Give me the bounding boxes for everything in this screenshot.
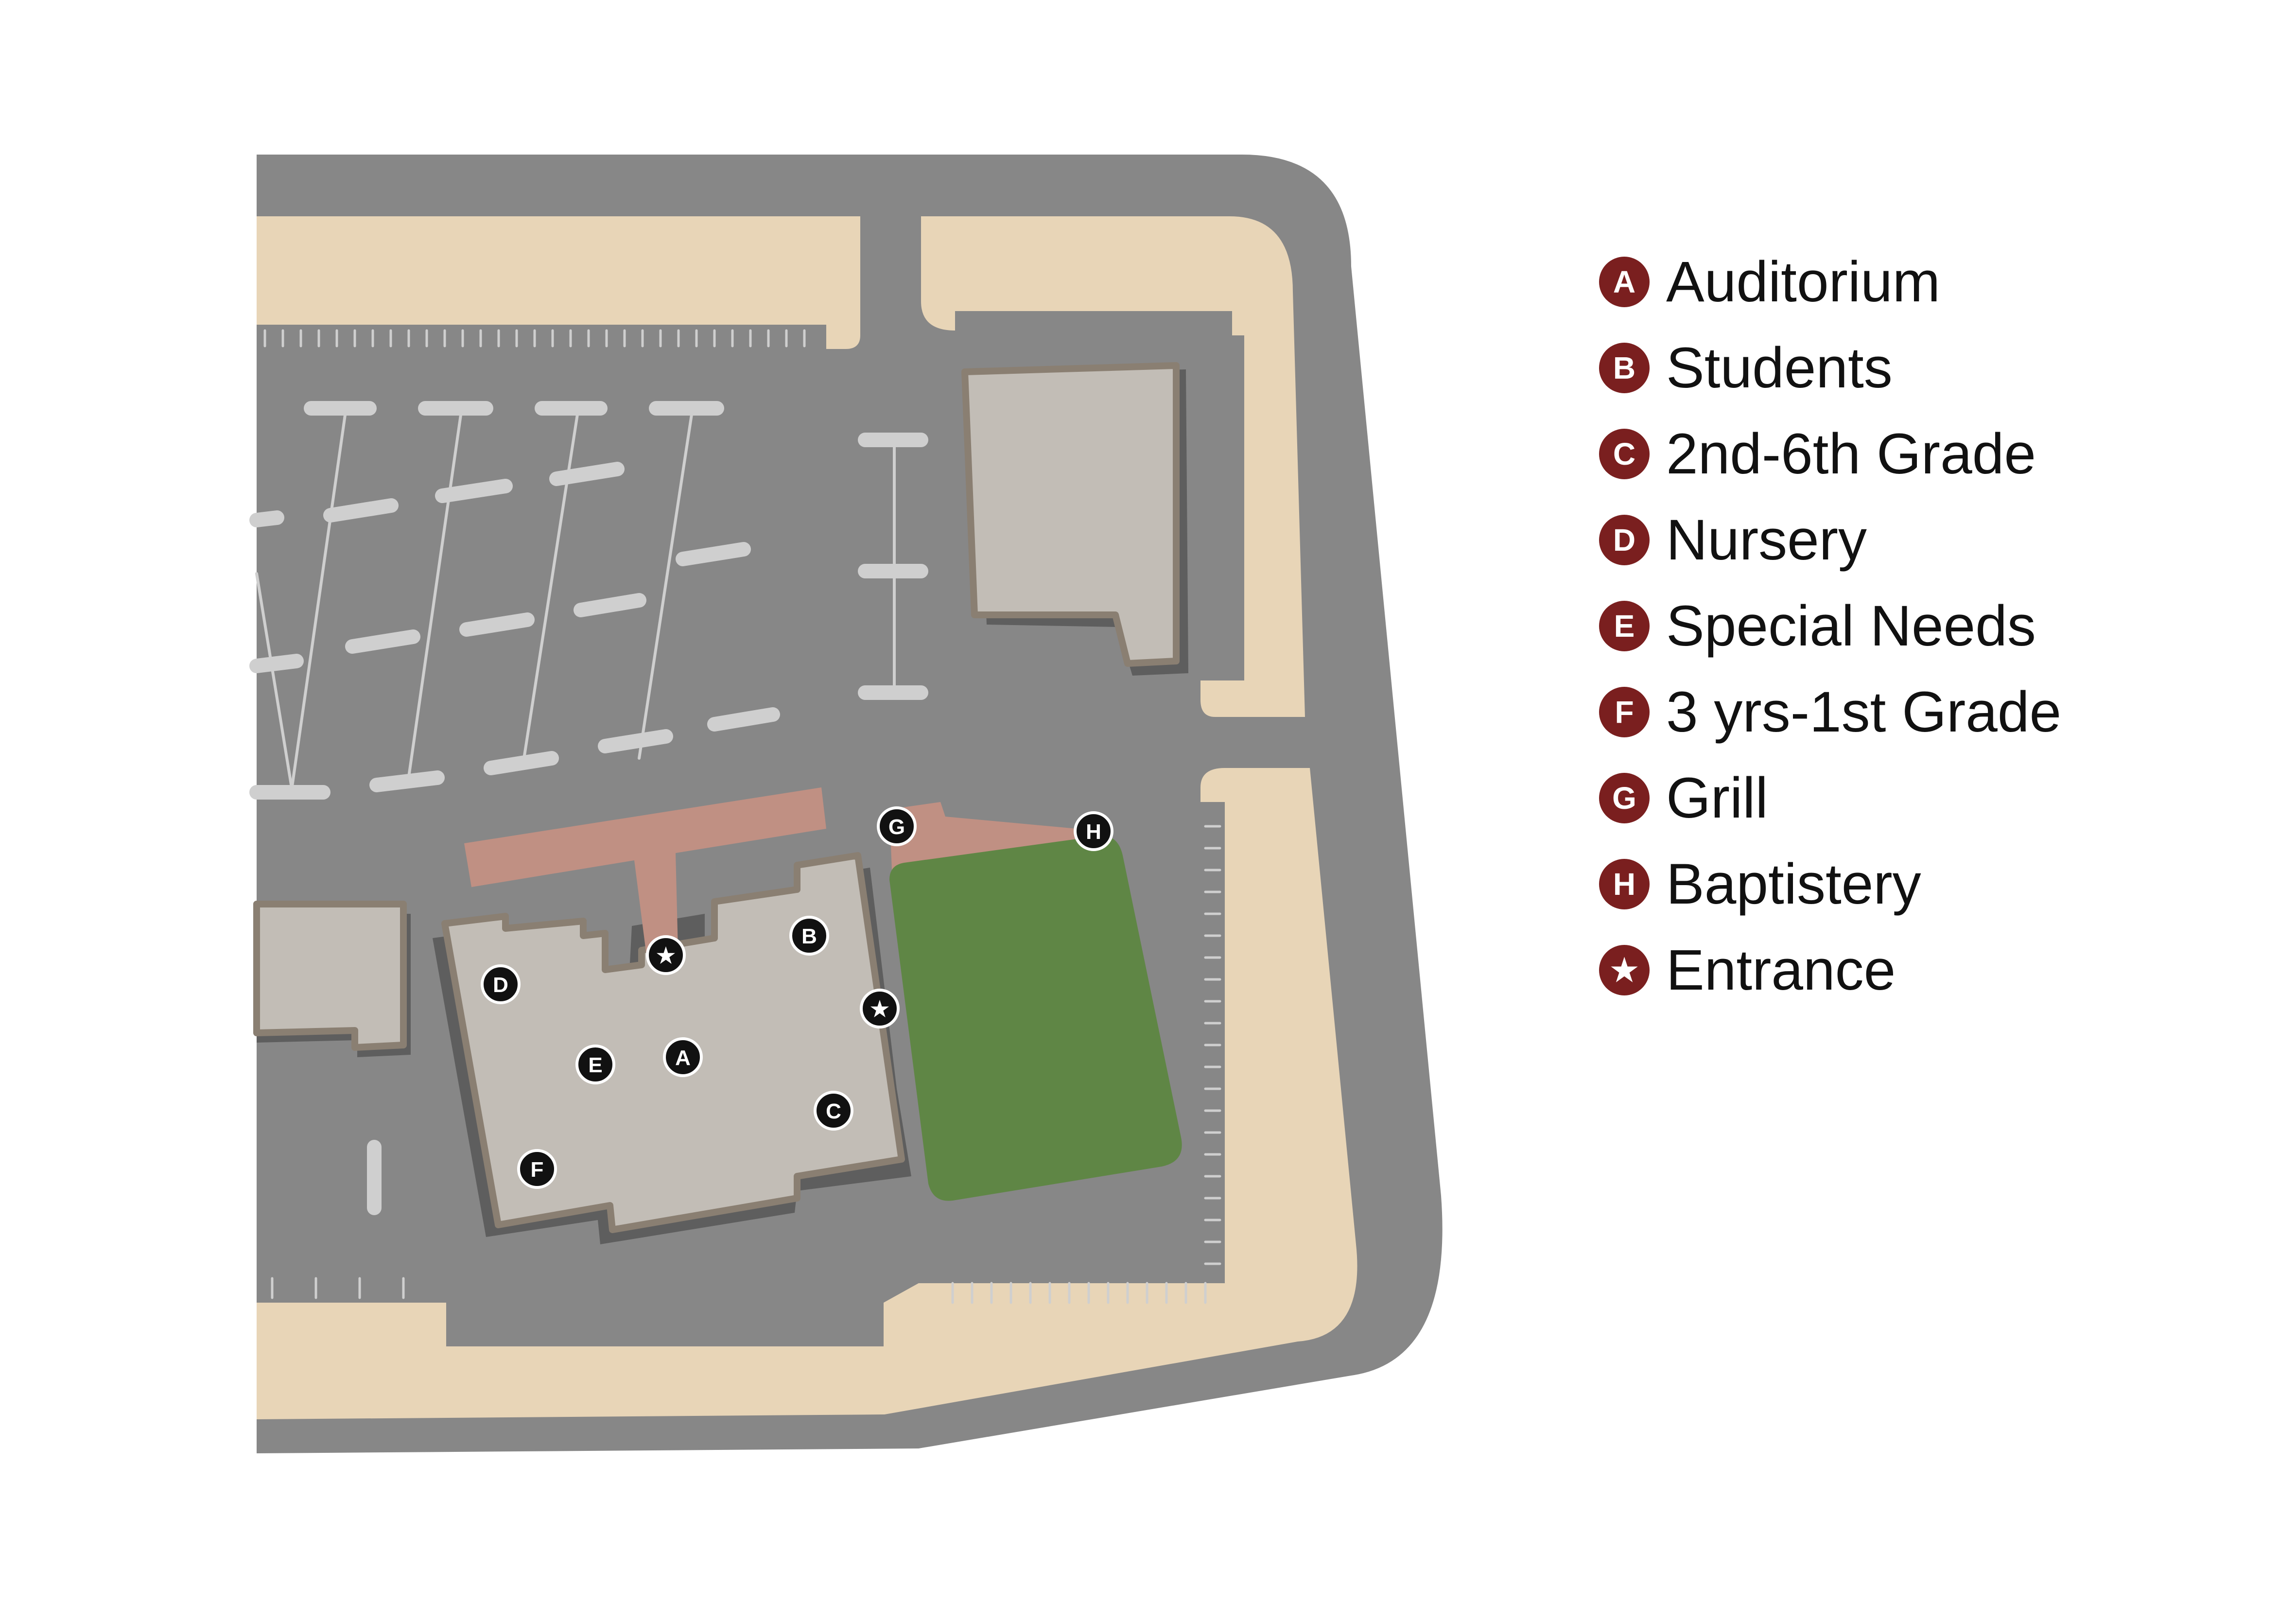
letter-a-badge-icon: A bbox=[1599, 257, 1650, 307]
map-marker-entrance: ★ bbox=[860, 989, 900, 1029]
marker-label: H bbox=[1086, 820, 1101, 844]
legend-label: Auditorium bbox=[1666, 250, 1941, 314]
marker-circle bbox=[877, 806, 917, 846]
parking-islands bbox=[249, 401, 928, 1215]
star-icon bbox=[860, 989, 900, 1029]
legend-label: Baptistery bbox=[1666, 852, 1921, 916]
parking-ticks-bottom bbox=[271, 1277, 1207, 1304]
parking-lane-dash bbox=[323, 498, 399, 523]
marker-circle bbox=[663, 1037, 703, 1077]
parking-lane-dash bbox=[459, 612, 535, 637]
legend-item-3yrs-1st-grade: F 3 yrs-1st Grade bbox=[1599, 683, 2061, 741]
letter-d-badge-icon: D bbox=[1599, 515, 1650, 565]
legend-label: 3 yrs-1st Grade bbox=[1666, 680, 2062, 744]
parking-lane-dash bbox=[549, 462, 625, 486]
marker-label: ★ bbox=[656, 944, 675, 968]
parking-row-divider bbox=[255, 572, 293, 789]
building-northeast bbox=[961, 362, 1180, 667]
parking-lane-dash bbox=[676, 542, 751, 566]
legend-label: 2nd-6th Grade bbox=[1666, 422, 2036, 486]
map-marker-f: F bbox=[517, 1149, 557, 1189]
map-markers: A B C D E F G H ★ ★ bbox=[481, 806, 1113, 1189]
marker-label: E bbox=[588, 1053, 602, 1077]
lawn bbox=[889, 836, 1182, 1201]
marker-label: G bbox=[888, 815, 905, 839]
parking-lane-dash bbox=[484, 751, 559, 775]
parking-lane-dash bbox=[249, 654, 304, 673]
marker-circle bbox=[575, 1045, 615, 1084]
road-west-spur bbox=[257, 851, 408, 894]
letter-h-badge-icon: H bbox=[1599, 859, 1650, 909]
sidewalk-top-right bbox=[921, 216, 1305, 717]
map-marker-e: E bbox=[575, 1045, 615, 1084]
letter-g-badge-icon: G bbox=[1599, 773, 1650, 823]
map-marker-g: G bbox=[877, 806, 917, 846]
parking-lane-dash bbox=[707, 707, 780, 732]
legend-item-entrance: ★ Entrance bbox=[1599, 941, 1896, 999]
parking-row-divider bbox=[407, 407, 463, 782]
star-icon: ★ bbox=[1599, 945, 1650, 995]
parking-ticks-right bbox=[1204, 825, 1221, 1265]
marker-label: ★ bbox=[870, 997, 889, 1021]
star-icon bbox=[646, 935, 686, 975]
marker-circle bbox=[789, 916, 829, 956]
map-marker-b: B bbox=[789, 916, 829, 956]
letter-e-badge-icon: E bbox=[1599, 601, 1650, 651]
letter-f-badge-icon: F bbox=[1599, 687, 1650, 737]
map-marker-d: D bbox=[481, 964, 521, 1004]
legend-label: Special Needs bbox=[1666, 594, 2036, 658]
map-marker-c: C bbox=[814, 1091, 853, 1131]
legend-item-2nd-6th-grade: C 2nd-6th Grade bbox=[1599, 425, 2036, 483]
marker-circle bbox=[814, 1091, 853, 1131]
sidewalk-right bbox=[257, 768, 1357, 1419]
parking-row-divider bbox=[521, 407, 580, 769]
building-west bbox=[253, 901, 407, 1051]
marker-label: B bbox=[801, 924, 817, 948]
letter-b-badge-icon: B bbox=[1599, 343, 1650, 393]
marker-label: C bbox=[826, 1099, 841, 1123]
parking-lane-dash bbox=[345, 629, 420, 654]
legend-label: Grill bbox=[1666, 766, 1768, 830]
marker-circle bbox=[517, 1149, 557, 1189]
legend-item-auditorium: A Auditorium bbox=[1599, 253, 1940, 311]
marker-circle bbox=[481, 964, 521, 1004]
parking-lane-dash bbox=[249, 510, 284, 527]
road-strip-right bbox=[1225, 717, 1310, 768]
legend-label: Entrance bbox=[1666, 938, 1896, 1002]
marker-label: A bbox=[675, 1046, 691, 1070]
walkway-north bbox=[464, 787, 826, 955]
legend-item-baptistery: H Baptistery bbox=[1599, 855, 1921, 913]
sidewalk-top-left bbox=[257, 216, 860, 349]
parking-row-divider bbox=[638, 407, 694, 760]
parking-ticks-top bbox=[263, 329, 806, 348]
legend-item-nursery: D Nursery bbox=[1599, 511, 1867, 569]
legend-label: Nursery bbox=[1666, 508, 1867, 572]
parking-lane-dash bbox=[574, 593, 646, 617]
parking-lane-dash bbox=[435, 479, 513, 503]
marker-label: D bbox=[493, 973, 508, 997]
parking-row-divider bbox=[290, 407, 348, 791]
letter-c-badge-icon: C bbox=[1599, 429, 1650, 479]
legend-item-grill: G Grill bbox=[1599, 769, 1768, 827]
parking-lane-dash bbox=[598, 729, 673, 753]
legend-label: Students bbox=[1666, 336, 1893, 400]
map-marker-a: A bbox=[663, 1037, 703, 1077]
legend-item-students: B Students bbox=[1599, 339, 1893, 397]
legend-item-special-needs: E Special Needs bbox=[1599, 597, 2036, 655]
parking-lane-dash bbox=[369, 770, 445, 792]
map-marker-h: H bbox=[1074, 811, 1113, 851]
marker-label: F bbox=[531, 1158, 544, 1182]
map-marker-entrance: ★ bbox=[646, 935, 686, 975]
marker-circle bbox=[1074, 811, 1113, 851]
